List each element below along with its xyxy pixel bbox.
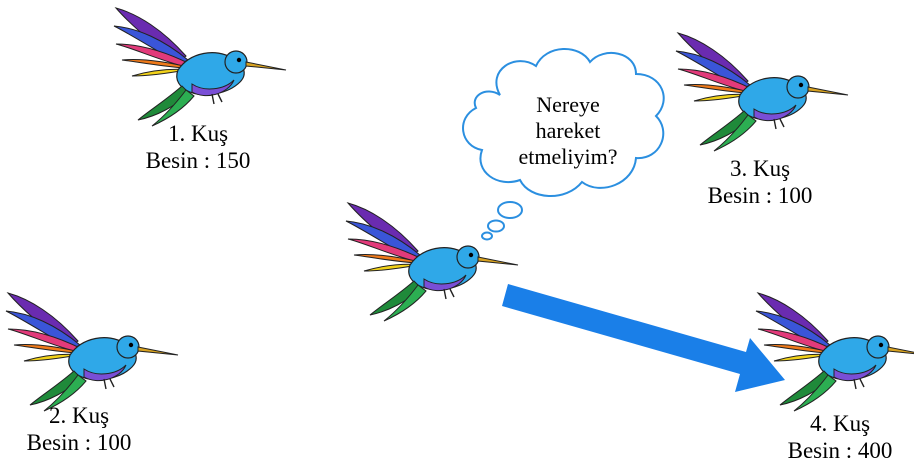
thought-line-1: Nereye: [536, 92, 600, 117]
bird-1-icon: [113, 7, 287, 127]
bird-1-food: Besin : 150: [145, 148, 251, 173]
bird-4-name: 4. Kuş: [809, 411, 871, 436]
bird-2-food: Besin : 100: [26, 430, 132, 455]
thought-dot-small: [481, 231, 493, 241]
direction-arrow: [502, 284, 785, 392]
bird-1-name: 1. Kuş: [167, 121, 229, 146]
bird-2-icon: [5, 292, 179, 412]
bird-3-icon: [675, 32, 849, 152]
bird-3-label: 3. Kuş Besin : 100: [690, 155, 830, 209]
thought-bubble: [462, 48, 665, 241]
bird-4-label: 4. Kuş Besin : 400: [770, 410, 910, 464]
bird-3-name: 3. Kuş: [729, 156, 791, 181]
thought-dot-medium: [487, 219, 505, 233]
thought-dot-large: [497, 201, 523, 219]
thought-text: Nereye hareket etmeliyim?: [490, 92, 646, 170]
thought-line-3: etmeliyim?: [518, 144, 618, 169]
bird-2-name: 2. Kuş: [48, 403, 110, 428]
bird-4-icon: [755, 292, 914, 412]
bird-2-label: 2. Kuş Besin : 100: [4, 402, 154, 456]
bird-1-label: 1. Kuş Besin : 150: [138, 120, 258, 174]
thought-line-2: hareket: [535, 118, 601, 143]
bird-3-food: Besin : 100: [707, 183, 813, 208]
bird-4-food: Besin : 400: [787, 438, 893, 463]
